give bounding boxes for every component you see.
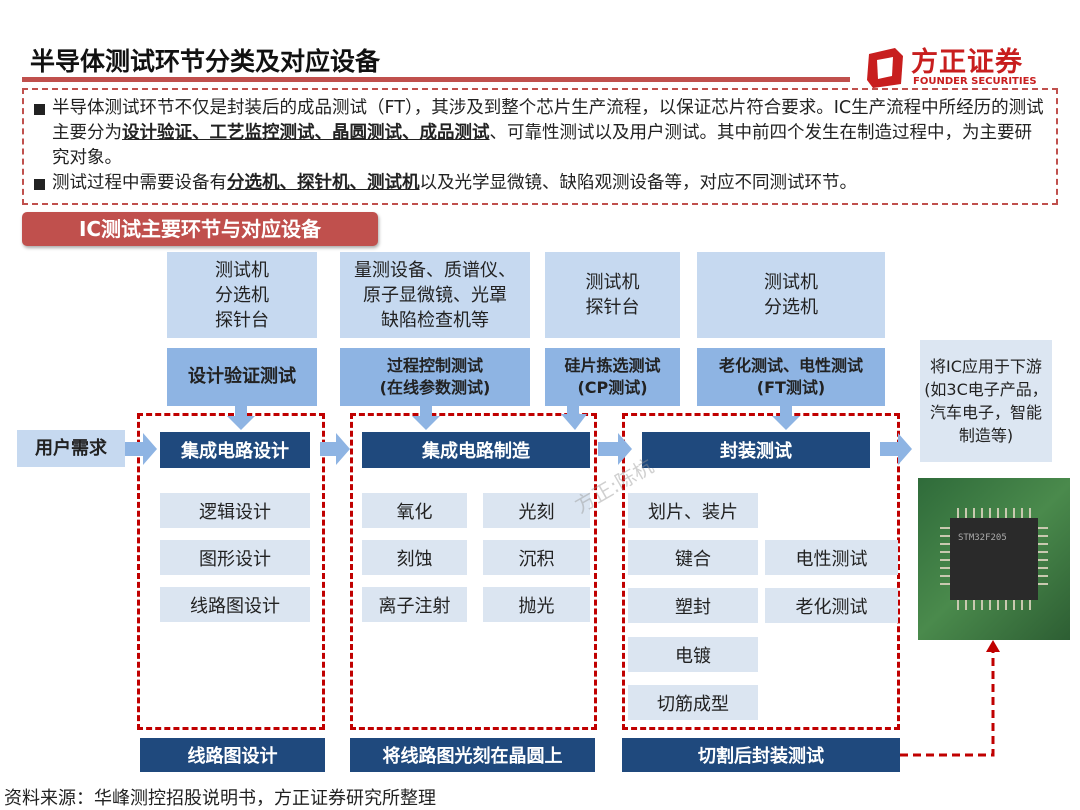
- intro-bold: 分选机、探针机、测试机: [227, 173, 420, 193]
- logo-mark-icon: [867, 48, 903, 88]
- intro-box: 半导体测试环节不仅是封装后的成品测试（FT），其涉及到整个芯片生产流程，以保证芯…: [22, 88, 1058, 205]
- founder-logo: 方正证券 FOUNDER SECURITIES: [865, 40, 1045, 92]
- test-box: 设计验证测试: [167, 348, 317, 406]
- logo-text-cn: 方正证券: [911, 47, 1023, 78]
- intro-bold: 设计验证、工艺监控测试、晶圆测试、成品测试: [122, 123, 490, 143]
- package-step: 电镀: [628, 637, 758, 672]
- chip-label: STM32F205: [958, 533, 1007, 543]
- bullet-square-icon: [34, 104, 45, 115]
- package-step: 塑封: [628, 588, 758, 623]
- bullet-square-icon: [34, 179, 45, 190]
- intro-text: 、可靠性测试以及用户测试。其中前四个发生在制造过程中，为主要研究对象。: [52, 123, 1032, 168]
- equipment-box: 测试机 探针台: [545, 252, 680, 338]
- intro-bullet-2: 测试过程中需要设备有分选机、探针机、测试机以及光学显微镜、缺陷观测设备等，对应不…: [32, 171, 1048, 196]
- intro-text: 以及光学显微镜、缺陷观测设备等，对应不同测试环节。: [419, 173, 858, 193]
- stage-manufacture: 集成电路制造: [362, 432, 590, 468]
- manufacture-step: 刻蚀: [362, 540, 467, 575]
- manufacture-step: 氧化: [362, 493, 467, 528]
- logo-text-en: FOUNDER SECURITIES: [913, 76, 1037, 87]
- connector-line: [900, 650, 995, 757]
- intro-text: 半导体测试环节不仅是封装后的成品测试（FT），其涉及到整个芯片生产流程，以保证芯…: [52, 98, 1044, 143]
- title-rule: [22, 77, 850, 82]
- page-title: 半导体测试环节分类及对应设备: [30, 47, 381, 76]
- package-region: [622, 413, 900, 730]
- manufacture-step: 离子注射: [362, 587, 467, 622]
- intro-bullet-1: 半导体测试环节不仅是封装后的成品测试（FT），其涉及到整个芯片生产流程，以保证芯…: [32, 96, 1048, 171]
- package-step: 老化测试: [765, 588, 898, 623]
- manufacture-region: [350, 413, 597, 730]
- equipment-box: 测试机 分选机: [697, 252, 885, 338]
- chip-photo: STM32F205: [918, 478, 1070, 640]
- stage-design: 集成电路设计: [160, 432, 310, 468]
- package-step: 键合: [628, 540, 758, 575]
- manufacture-step: 沉积: [483, 540, 590, 575]
- intro-text: 测试过程中需要设备有: [52, 173, 227, 193]
- design-region: [137, 413, 325, 730]
- arrow-up-icon: [986, 640, 1000, 652]
- output-manufacture: 将线路图光刻在晶圆上: [350, 738, 595, 772]
- source-note: 资料来源：华峰测控招股说明书，方正证券研究所整理: [4, 788, 436, 809]
- test-box: 过程控制测试 (在线参数测试): [340, 348, 530, 406]
- stage-package: 封装测试: [642, 432, 870, 468]
- arrow-icon: [125, 406, 912, 465]
- output-package: 切割后封装测试: [622, 738, 900, 772]
- equipment-box: 测试机 分选机 探针台: [167, 252, 317, 338]
- manufacture-step: 光刻: [483, 493, 590, 528]
- downstream-box: 将IC应用于下游 (如3C电子产品， 汽车电子，智能 制造等): [920, 340, 1052, 462]
- test-box: 硅片拣选测试 (CP测试): [545, 348, 680, 406]
- package-step: 切筋成型: [628, 685, 758, 720]
- manufacture-step: 抛光: [483, 587, 590, 622]
- user-demand-box: 用户需求: [17, 430, 125, 467]
- package-step: 电性测试: [765, 540, 898, 575]
- chip-icon: STM32F205: [940, 508, 1048, 610]
- test-box: 老化测试、电性测试 (FT测试): [697, 348, 885, 406]
- equipment-box: 量测设备、质谱仪、 原子显微镜、光罩 缺陷检查机等: [340, 252, 530, 338]
- design-step: 逻辑设计: [160, 493, 310, 528]
- section-label: IC测试主要环节与对应设备: [22, 212, 378, 246]
- package-step: 划片、装片: [628, 493, 758, 528]
- output-design: 线路图设计: [140, 738, 325, 772]
- design-step: 图形设计: [160, 540, 310, 575]
- design-step: 线路图设计: [160, 587, 310, 622]
